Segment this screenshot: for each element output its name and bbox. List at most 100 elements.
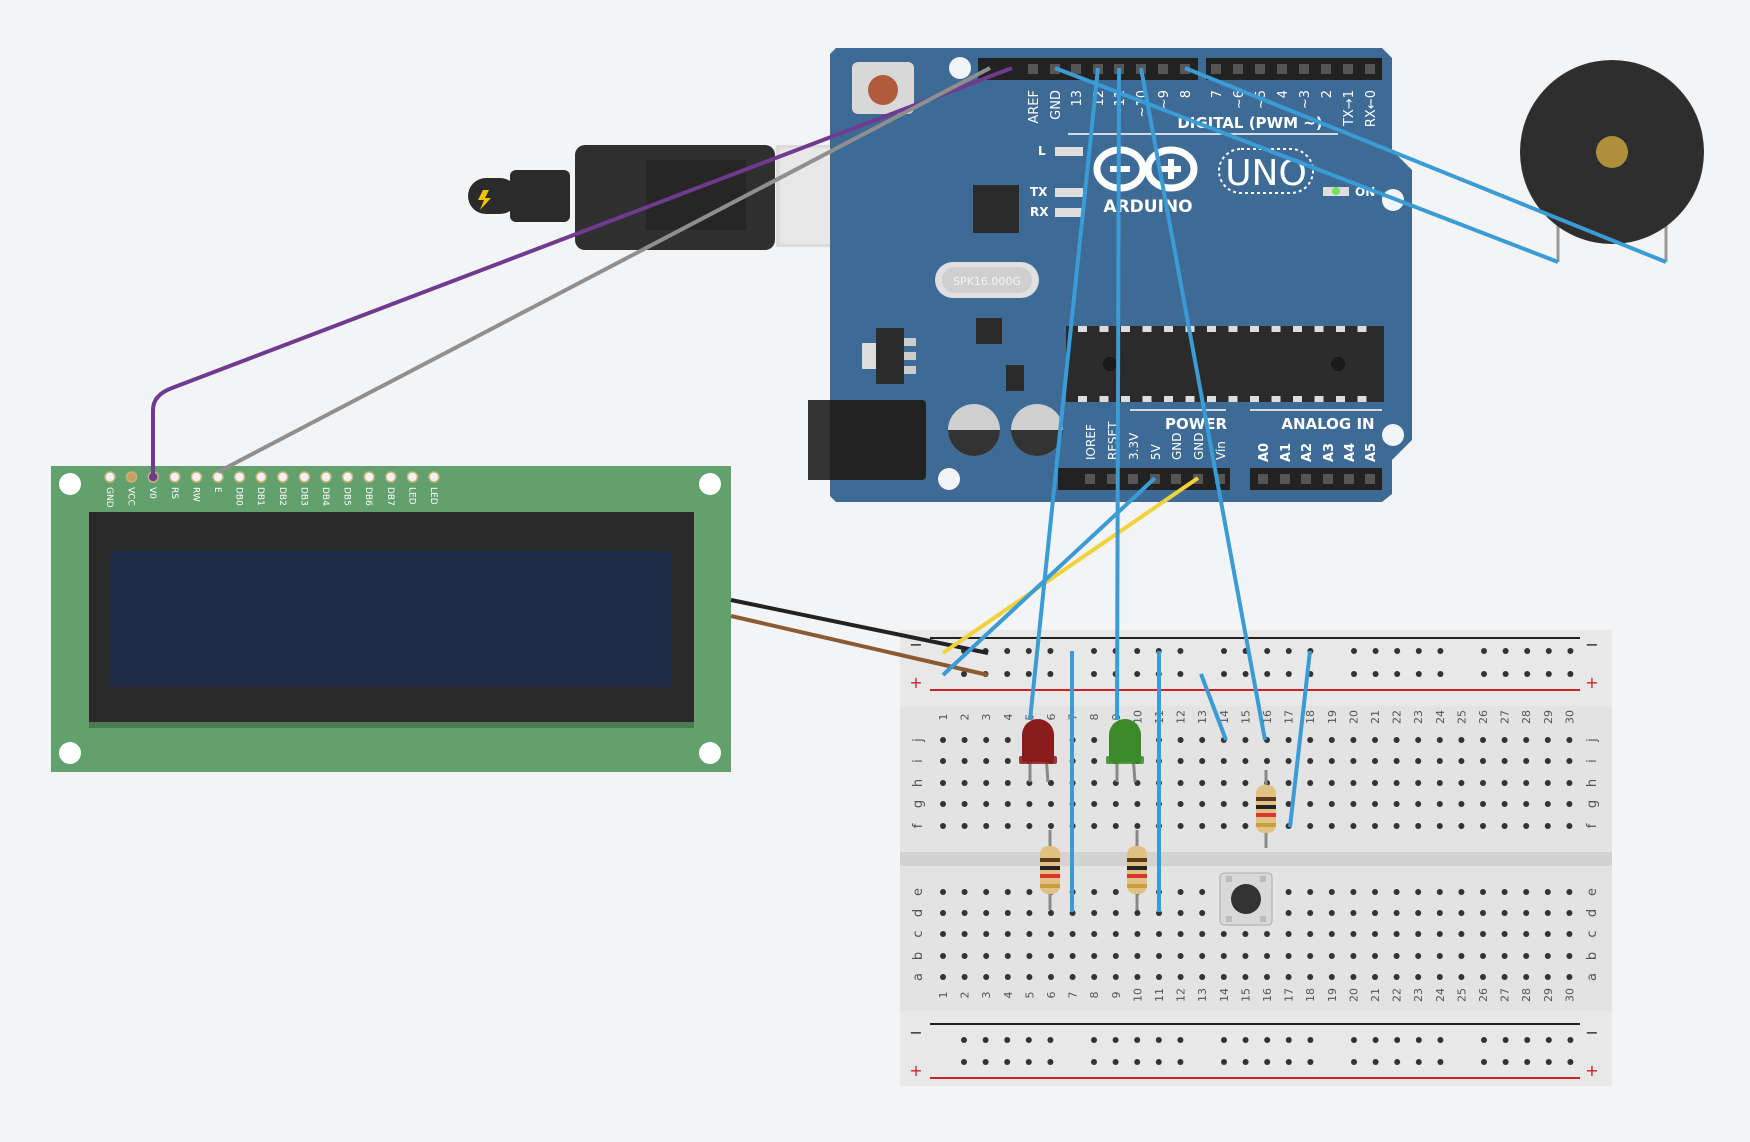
column-label: 15 bbox=[1239, 710, 1252, 724]
lcd-pin[interactable] bbox=[125, 471, 138, 483]
power-led bbox=[1332, 187, 1340, 195]
lcd-pin[interactable] bbox=[363, 471, 375, 483]
lcd-pin[interactable] bbox=[406, 471, 419, 483]
row-label: a bbox=[911, 973, 926, 981]
digital-pin[interactable] bbox=[1365, 64, 1375, 74]
row-label: i bbox=[1585, 759, 1600, 763]
column-label: 30 bbox=[1563, 988, 1576, 1002]
analog-pin[interactable] bbox=[1280, 474, 1290, 484]
digital-pin-label: RX←0 bbox=[1364, 90, 1379, 127]
column-label: 27 bbox=[1499, 988, 1512, 1002]
rail-sign: − bbox=[1585, 635, 1598, 654]
analog-pin[interactable] bbox=[1365, 474, 1375, 484]
column-label: 19 bbox=[1326, 710, 1339, 724]
lcd-pin[interactable] bbox=[212, 471, 224, 483]
digital-pin-label: AREF bbox=[1027, 90, 1042, 124]
column-label: 26 bbox=[1477, 710, 1490, 724]
wire-black bbox=[730, 598, 989, 655]
column-label: 17 bbox=[1283, 988, 1296, 1002]
lcd-pin-label: E bbox=[212, 487, 222, 493]
lcd-pin-label: DB6 bbox=[363, 487, 373, 506]
row-label: h bbox=[911, 779, 926, 787]
analog-pin-label: A3 bbox=[1322, 443, 1337, 462]
rx-label: RX bbox=[1030, 205, 1049, 219]
rail-sign: − bbox=[1585, 1023, 1598, 1042]
digital-pin-label: GND bbox=[1049, 90, 1064, 120]
wire-yellow bbox=[941, 476, 1200, 655]
wire-purple bbox=[151, 66, 1013, 475]
power-pin-label: GND bbox=[1170, 432, 1184, 460]
row-label: i bbox=[911, 759, 926, 763]
row-label: b bbox=[1585, 952, 1600, 960]
digital-pin[interactable] bbox=[1277, 64, 1287, 74]
lcd-pin[interactable] bbox=[277, 471, 289, 483]
digital-pin-label: ~3 bbox=[1298, 90, 1313, 109]
digital-pin-label: 8 bbox=[1179, 90, 1194, 98]
lcd-pin[interactable] bbox=[104, 471, 116, 483]
analog-pin[interactable] bbox=[1323, 474, 1333, 484]
digital-pin[interactable] bbox=[1211, 64, 1221, 74]
digital-pin[interactable] bbox=[1255, 64, 1265, 74]
column-label: 2 bbox=[959, 992, 972, 999]
lcd-pin[interactable] bbox=[298, 471, 311, 483]
lcd-pin[interactable] bbox=[169, 471, 181, 483]
power-pin[interactable] bbox=[1085, 474, 1095, 484]
column-label: 21 bbox=[1369, 710, 1382, 724]
row-label: c bbox=[1585, 930, 1600, 937]
digital-pin[interactable] bbox=[1158, 64, 1168, 74]
digital-pin-label: 13 bbox=[1070, 90, 1085, 107]
lcd-pin[interactable] bbox=[428, 471, 440, 483]
tx-label: TX bbox=[1030, 185, 1048, 199]
lcd-pin[interactable] bbox=[255, 471, 267, 483]
power-pin[interactable] bbox=[1171, 474, 1181, 484]
wires bbox=[151, 66, 1667, 912]
pushbutton[interactable] bbox=[1219, 872, 1273, 926]
lcd-pin[interactable] bbox=[385, 471, 397, 483]
analog-pin[interactable] bbox=[1301, 474, 1311, 484]
power-pin[interactable] bbox=[1215, 474, 1225, 484]
column-label: 3 bbox=[980, 714, 993, 721]
column-label: 26 bbox=[1477, 988, 1490, 1002]
lcd-pin-label: DB1 bbox=[255, 487, 265, 506]
power-pin[interactable] bbox=[1128, 474, 1138, 484]
rail-sign: + bbox=[909, 1061, 922, 1080]
power-pin[interactable] bbox=[1107, 474, 1117, 484]
digital-pin-label: TX→1 bbox=[1342, 90, 1357, 127]
lcd-pin-label: DB3 bbox=[298, 487, 308, 506]
digital-pin[interactable] bbox=[1071, 64, 1081, 74]
column-label: 22 bbox=[1391, 988, 1404, 1002]
digital-pin[interactable] bbox=[1299, 64, 1309, 74]
column-label: 23 bbox=[1412, 988, 1425, 1002]
lcd-pin[interactable] bbox=[190, 471, 203, 483]
column-label: 28 bbox=[1520, 710, 1533, 724]
column-label: 24 bbox=[1434, 988, 1447, 1002]
digital-pin[interactable] bbox=[1321, 64, 1331, 74]
column-label: 1 bbox=[937, 714, 950, 721]
digital-pin[interactable] bbox=[1233, 64, 1243, 74]
column-label: 15 bbox=[1239, 988, 1252, 1002]
analog-pin[interactable] bbox=[1258, 474, 1268, 484]
column-label: 9 bbox=[1110, 992, 1123, 999]
lcd-screen bbox=[110, 551, 672, 687]
rail-sign: + bbox=[1585, 673, 1598, 692]
wire-blue-d11 bbox=[1115, 67, 1121, 721]
lcd-pin[interactable] bbox=[341, 471, 354, 483]
column-label: 3 bbox=[980, 992, 993, 999]
analog-pin-label: A1 bbox=[1279, 443, 1294, 462]
row-label: j bbox=[1585, 738, 1600, 743]
digital-pin[interactable] bbox=[1028, 64, 1038, 74]
digital-pin[interactable] bbox=[1343, 64, 1353, 74]
row-label: j bbox=[911, 738, 926, 743]
brand-label: ARDUINO bbox=[1103, 197, 1192, 217]
lcd-pin-label: RS bbox=[169, 487, 179, 499]
rail-sign: − bbox=[909, 1023, 922, 1042]
column-label: 23 bbox=[1412, 710, 1425, 724]
column-label: 29 bbox=[1542, 710, 1555, 724]
column-label: 28 bbox=[1520, 988, 1533, 1002]
lcd-pin[interactable] bbox=[233, 471, 246, 483]
analog-pin[interactable] bbox=[1344, 474, 1354, 484]
rail-sign: + bbox=[1585, 1061, 1598, 1080]
lcd-pin[interactable] bbox=[320, 471, 332, 483]
lcd-pin-label: GND bbox=[104, 487, 114, 508]
